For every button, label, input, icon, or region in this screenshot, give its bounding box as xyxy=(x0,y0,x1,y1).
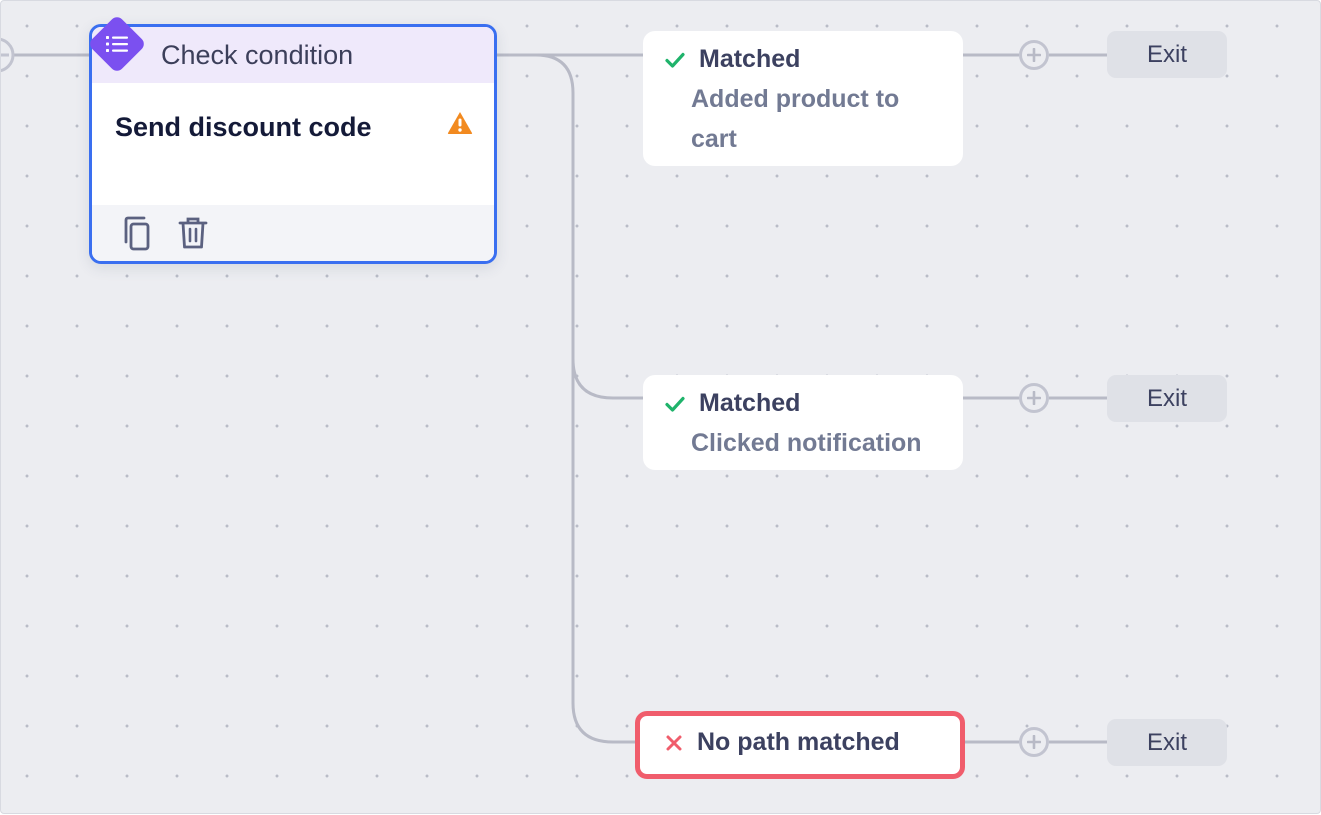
check-icon xyxy=(665,52,685,68)
node-body: Send discount code xyxy=(92,83,494,205)
x-icon xyxy=(666,735,682,750)
branch-status-label: No path matched xyxy=(697,728,900,756)
plus-icon xyxy=(1027,735,1041,749)
branch-matched-clicked-notification[interactable]: Matched Clicked notification xyxy=(643,375,963,470)
branch-no-path-matched[interactable]: No path matched xyxy=(635,711,965,779)
branch-status: Matched xyxy=(665,389,800,418)
node-footer xyxy=(92,205,494,261)
branch-status: Matched xyxy=(665,45,800,74)
exit-button[interactable]: Exit xyxy=(1107,31,1227,78)
node-step-name: Send discount code xyxy=(115,112,372,142)
warning-icon[interactable] xyxy=(447,111,473,135)
branch-matched-added-to-cart[interactable]: Matched Added product to cart xyxy=(643,31,963,166)
branch-description: Clicked notification xyxy=(691,429,922,457)
branch-description: Added product to cart xyxy=(691,85,900,153)
exit-button[interactable]: Exit xyxy=(1107,719,1227,766)
plus-icon xyxy=(1027,391,1041,405)
add-step-button[interactable] xyxy=(1019,40,1049,70)
node-type-label: Check condition xyxy=(161,39,354,70)
trash-icon[interactable] xyxy=(176,215,210,251)
copy-icon[interactable] xyxy=(120,215,154,251)
branch-status: No path matched xyxy=(665,728,900,757)
branch-status-label: Matched xyxy=(699,389,801,417)
add-step-button[interactable] xyxy=(1019,383,1049,413)
node-header: Check condition xyxy=(92,27,494,83)
check-icon xyxy=(665,396,685,412)
branch-status-label: Matched xyxy=(699,45,801,73)
check-condition-node[interactable]: Check condition Send discount code xyxy=(89,24,497,264)
list-icon xyxy=(89,16,145,72)
add-step-button[interactable] xyxy=(1019,727,1049,757)
plus-icon xyxy=(1027,48,1041,62)
exit-button[interactable]: Exit xyxy=(1107,375,1227,422)
